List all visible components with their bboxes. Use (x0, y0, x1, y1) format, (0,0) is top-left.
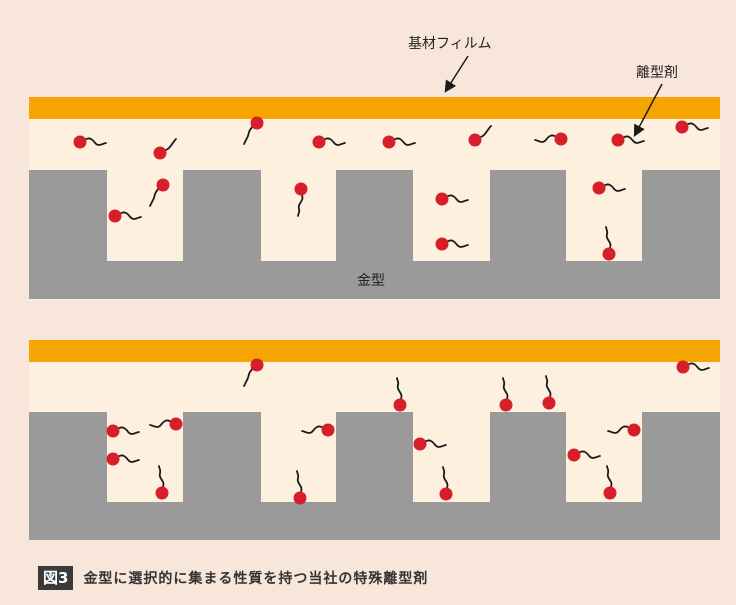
molecule-head (250, 358, 264, 372)
molecule-head (592, 181, 606, 195)
molecule-head (312, 135, 326, 149)
molecule-head (542, 396, 556, 410)
film-strip-bottom (29, 340, 720, 362)
release-agent-molecule (542, 375, 556, 410)
release-agent-molecule (439, 466, 453, 501)
molecule-head (321, 423, 335, 437)
film-strip-top (29, 97, 720, 119)
release-agent-molecule (534, 132, 568, 146)
release-agent-molecule (149, 417, 183, 431)
release-agent-molecule (312, 135, 346, 149)
release-agent-molecule (468, 125, 492, 147)
molecule-head (603, 486, 617, 500)
release-agent-molecule (602, 226, 616, 261)
molecule-head (106, 452, 120, 466)
mold-bottom (29, 412, 720, 540)
molecule-head (393, 398, 407, 412)
molecule-head (611, 133, 625, 147)
release-agent-molecule (382, 135, 416, 149)
release-agent-molecule (243, 358, 264, 387)
release-agent-molecule (243, 116, 264, 145)
base-film-pointer-arrow (444, 55, 469, 93)
release-agent-molecule (106, 424, 140, 438)
molecule-head (499, 398, 513, 412)
release-agent-molecule (435, 237, 469, 251)
release-agent-label: 離型剤 (636, 65, 678, 81)
release-agent-molecule (567, 448, 601, 462)
figure-tag: 図3 (38, 566, 74, 590)
molecule-head (106, 424, 120, 438)
molecule-head (435, 237, 449, 251)
molecule-head (567, 448, 581, 462)
molecule-head (439, 487, 453, 501)
molecule-head (468, 133, 482, 147)
release-agent-molecules (73, 116, 710, 505)
release-agent-molecule (149, 178, 170, 207)
figure-caption: 図3 金型に選択的に集まる性質を持つ当社の特殊離型剤 (38, 566, 428, 590)
release-agent-molecule (393, 377, 407, 412)
molecule-head (382, 135, 396, 149)
molecule-head (294, 182, 308, 196)
molecule-head (676, 360, 690, 374)
molecule-head (602, 247, 616, 261)
molecule-head (435, 192, 449, 206)
molecule-head (169, 417, 183, 431)
molecule-head (413, 437, 427, 451)
bottom-panel (29, 340, 720, 540)
base-film-label: 基材フィルム (408, 36, 492, 52)
molecule-head (675, 120, 689, 134)
release-agent-molecule (73, 135, 107, 149)
release-agent-molecule (106, 452, 140, 466)
release-agent-molecule (301, 423, 335, 437)
molecule-head (627, 423, 641, 437)
release-agent-molecule (108, 209, 142, 223)
caption-text: 金型に選択的に集まる性質を持つ当社の特殊離型剤 (83, 571, 429, 587)
release-agent-molecule (293, 470, 307, 505)
release-agent-molecule (592, 181, 626, 195)
molecule-head (156, 178, 170, 192)
molecule-head (73, 135, 87, 149)
molecule-head (250, 116, 264, 130)
release-agent-pointer-arrow (633, 83, 663, 137)
release-agent-molecule (413, 437, 447, 451)
release-agent-molecule (499, 377, 513, 412)
release-agent-molecule (675, 120, 709, 134)
release-agent-molecule (676, 360, 710, 374)
release-agent-molecule (611, 133, 645, 147)
release-agent-molecule (294, 182, 308, 217)
release-agent-molecule (153, 138, 177, 160)
top-panel (29, 97, 720, 300)
mold-top (29, 170, 720, 299)
molecule-head (155, 486, 169, 500)
release-agent-molecule (155, 465, 169, 500)
molecule-head (108, 209, 122, 223)
molecule-head (293, 491, 307, 505)
release-agent-molecule (607, 423, 641, 437)
molecule-head (554, 132, 568, 146)
mold-label: 金型 (357, 273, 385, 289)
release-agent-molecule (603, 465, 617, 500)
molecule-head (153, 146, 167, 160)
release-agent-molecule (435, 192, 469, 206)
